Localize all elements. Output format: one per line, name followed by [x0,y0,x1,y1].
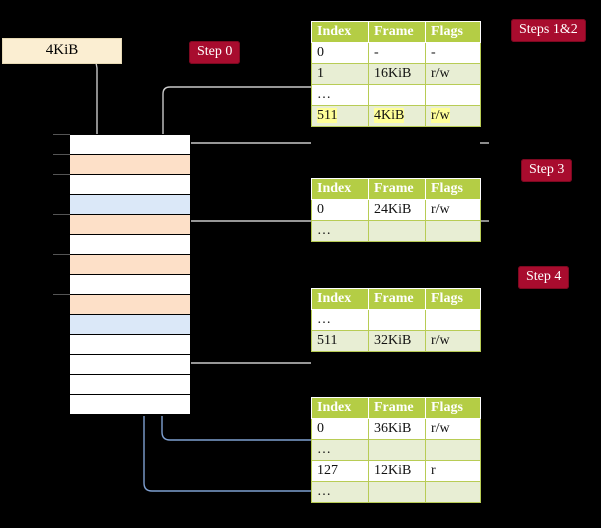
table-row: 511 4KiB r/w [311,105,481,127]
cell-index: 127 [311,460,369,482]
cell-index: 0 [311,42,369,64]
cell-index: … [311,220,369,242]
cell-flags: r/w [425,63,481,85]
cell-index: … [311,481,369,503]
cell-flags [425,84,481,106]
memory-frame-row [70,335,190,355]
memory-tick-mark [53,134,70,135]
column-header-flags: Flags [425,288,481,310]
cell-index: 0 [311,418,369,440]
highlighted-value: r/w [431,108,450,123]
memory-frame-row [70,195,190,215]
column-header-frame: Frame [368,21,426,43]
step-badge-step-3: Step 3 [521,159,573,182]
cell-frame [368,481,426,503]
column-header-frame: Frame [368,397,426,419]
step-badge-step-4: Step 4 [518,266,570,289]
step-badge-steps-1-2: Steps 1&2 [511,19,586,42]
memory-frame-row [70,175,190,195]
memory-frame-row [70,275,190,295]
cell-flags: r/w [425,105,481,127]
cell-index: … [311,84,369,106]
cell-frame: 4KiB [368,105,426,127]
cell-frame: 24KiB [368,199,426,221]
column-header-frame: Frame [368,178,426,200]
cell-index: … [311,439,369,461]
table-row: … [311,309,481,331]
cell-index: 1 [311,63,369,85]
memory-frame-row [70,395,190,415]
memory-tick-mark [53,254,70,255]
memory-frame-row [70,255,190,275]
column-header-index: Index [311,21,369,43]
memory-frame-row [70,355,190,375]
cell-index: 511 [311,330,369,352]
table-row: … [311,220,481,242]
column-header-flags: Flags [425,178,481,200]
column-header-index: Index [311,397,369,419]
memory-frame-row [70,215,190,235]
frame-size-label: 4KiB [2,38,122,64]
memory-frame-row [70,135,190,155]
memory-tick-mark [53,154,70,155]
physical-memory-column [69,134,191,416]
cell-frame: - [368,42,426,64]
cell-flags [425,309,481,331]
cell-frame: 16KiB [368,63,426,85]
cell-flags: r/w [425,418,481,440]
highlighted-value: 511 [317,108,338,123]
column-header-flags: Flags [425,21,481,43]
cell-flags [425,439,481,461]
cell-flags: - [425,42,481,64]
cell-frame: 32KiB [368,330,426,352]
cell-flags [425,481,481,503]
cell-frame [368,220,426,242]
cell-frame: 36KiB [368,418,426,440]
memory-frame-row [70,235,190,255]
cell-frame [368,439,426,461]
column-header-frame: Frame [368,288,426,310]
frame-size-text: 4KiB [45,42,79,58]
cell-flags: r [425,460,481,482]
cell-index: 0 [311,199,369,221]
cell-flags [425,220,481,242]
memory-frame-row [70,155,190,175]
table-row: … [311,439,481,461]
memory-frame-row [70,295,190,315]
cell-frame: 12KiB [368,460,426,482]
table-row: … [311,84,481,106]
column-header-flags: Flags [425,397,481,419]
cell-frame [368,309,426,331]
cell-index: 511 [311,105,369,127]
cell-flags: r/w [425,199,481,221]
cell-flags: r/w [425,330,481,352]
memory-frame-row [70,375,190,395]
table-row: 0-- [311,42,481,64]
table-row: … [311,481,481,503]
cell-frame [368,84,426,106]
memory-tick-mark [53,174,70,175]
memory-tick-mark [53,294,70,295]
memory-frame-row [70,315,190,335]
memory-tick-mark [53,214,70,215]
cell-index: … [311,309,369,331]
column-header-index: Index [311,178,369,200]
highlighted-value: 4KiB [374,108,405,123]
column-header-index: Index [311,288,369,310]
step-badge-step-0: Step 0 [189,41,241,64]
